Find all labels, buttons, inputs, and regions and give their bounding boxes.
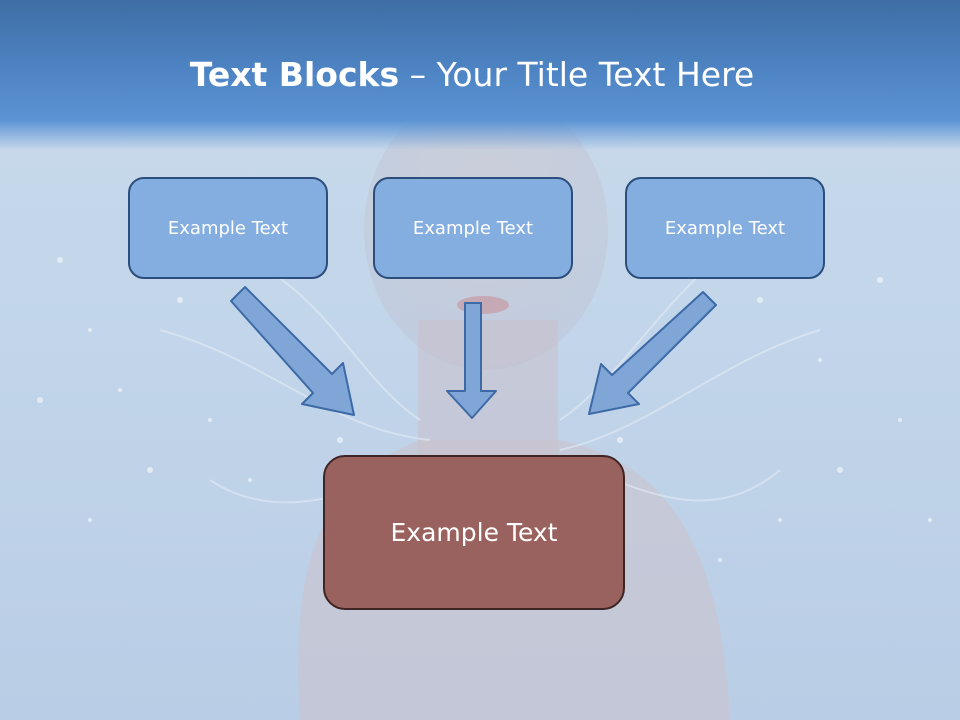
text-block-3-label: Example Text xyxy=(664,217,786,239)
arrow-center xyxy=(446,302,497,419)
text-block-3[interactable]: Example Text xyxy=(625,177,825,279)
arrow-right xyxy=(588,291,717,415)
result-block[interactable]: Example Text xyxy=(323,455,625,610)
text-block-1[interactable]: Example Text xyxy=(128,177,328,279)
water-droplets xyxy=(37,178,932,562)
text-block-2[interactable]: Example Text xyxy=(373,177,573,279)
text-block-1-label: Example Text xyxy=(167,217,289,239)
title-dash: – xyxy=(399,55,437,94)
title-rest: Your Title Text Here xyxy=(436,55,755,94)
title-bold: Text Blocks xyxy=(189,55,400,94)
text-block-2-label: Example Text xyxy=(412,217,534,239)
arrow-left xyxy=(230,286,355,416)
result-block-label: Example Text xyxy=(390,518,558,547)
slide-title: Text Blocks – Your Title Text Here xyxy=(0,52,944,98)
title-bar xyxy=(0,0,960,150)
